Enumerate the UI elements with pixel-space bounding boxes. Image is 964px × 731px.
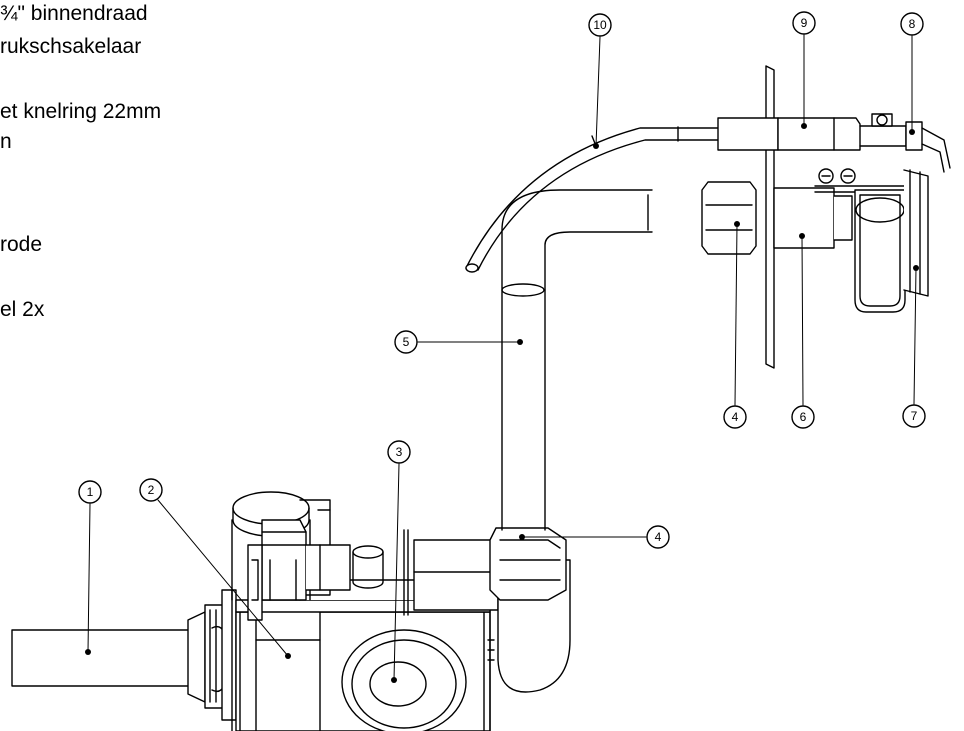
leader-lines <box>87 34 917 681</box>
callout-4-upper-label: 4 <box>732 410 739 424</box>
callout-8-label: 8 <box>909 17 916 31</box>
callout-10: 10 <box>588 13 612 37</box>
callout-7-label: 7 <box>911 409 918 423</box>
callout-8: 8 <box>900 12 924 36</box>
callout-9-label: 9 <box>801 16 808 30</box>
burner-head <box>701 65 951 369</box>
legend-line-5: rode <box>0 233 43 256</box>
legend-line-4: n <box>0 130 12 153</box>
callout-1-label: 1 <box>87 485 94 499</box>
callout-5: 5 <box>394 330 418 354</box>
callout-2-label: 2 <box>148 483 155 497</box>
callout-4-lower-label: 4 <box>655 530 662 544</box>
callout-3-label: 3 <box>396 445 403 459</box>
callout-5-label: 5 <box>403 335 410 349</box>
legend-line-6: el 2x <box>0 298 45 321</box>
legend-line-2: rukschsakelaar <box>0 35 142 58</box>
callout-7: 7 <box>902 404 926 428</box>
callout-6-label: 6 <box>800 410 807 424</box>
callout-9: 9 <box>792 11 816 35</box>
legend-line-1: ¾" binnendraad <box>0 2 148 25</box>
parts-legend-fragment: ¾" binnendraad rukschsakelaar et knelrin… <box>0 0 230 330</box>
callout-3: 3 <box>387 440 411 464</box>
callout-10-label: 10 <box>593 18 607 32</box>
callout-4-lower: 4 <box>646 525 670 549</box>
callout-1: 1 <box>78 480 102 504</box>
leader-dots <box>85 123 919 683</box>
gas-control-valve <box>231 491 499 731</box>
callout-6: 6 <box>791 405 815 429</box>
electrode-cable <box>465 126 719 273</box>
gas-inlet-pipe <box>11 589 237 721</box>
callout-4-upper: 4 <box>723 405 747 429</box>
gas-pipe-elbow <box>489 189 653 693</box>
callout-2: 2 <box>139 478 163 502</box>
legend-line-3: et knelring 22mm <box>0 100 162 123</box>
